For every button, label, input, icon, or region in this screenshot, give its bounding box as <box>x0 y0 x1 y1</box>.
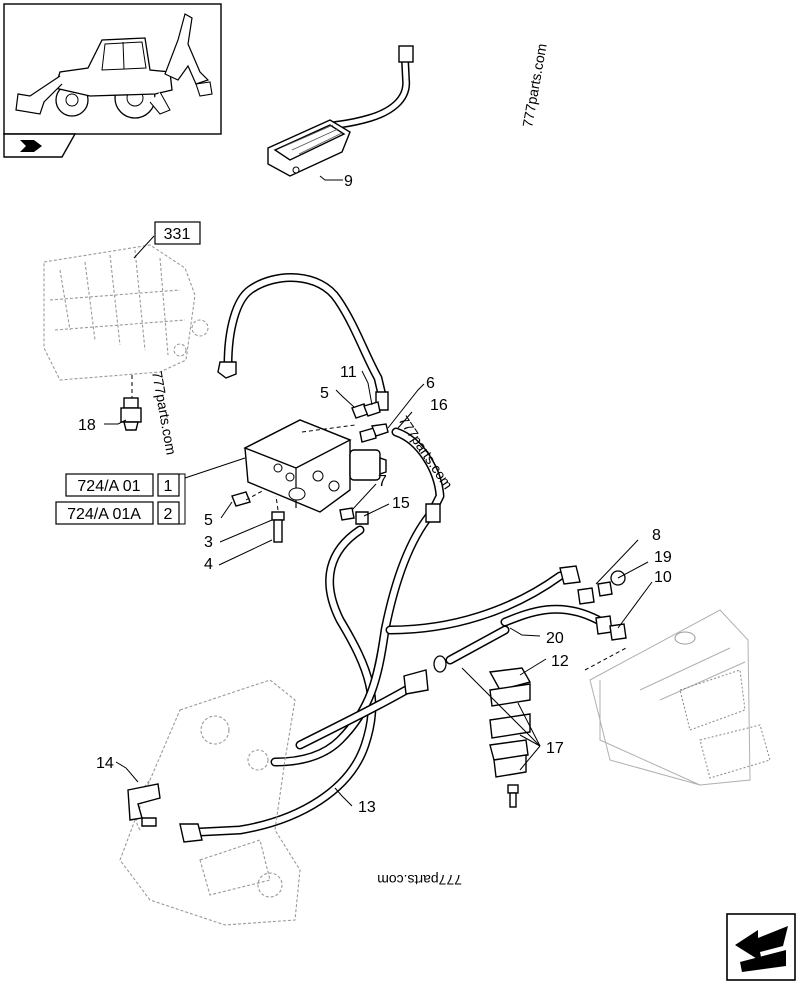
callout-14[interactable]: 14 <box>96 755 114 772</box>
callout-13[interactable]: 13 <box>358 799 376 816</box>
elbow-fitting-14 <box>127 783 161 827</box>
callout-5-lower[interactable]: 5 <box>204 512 213 529</box>
leader-lines <box>104 175 653 807</box>
control-valve-ghost <box>43 244 209 398</box>
watermark: 777parts.com <box>396 413 457 492</box>
backhoe-frame-ghost <box>119 679 301 926</box>
thumbnail-panel <box>3 3 222 135</box>
callout-5[interactable]: 5 <box>320 385 329 402</box>
callout-15[interactable]: 15 <box>392 495 410 512</box>
ref-box-724-a01-index: 1 <box>164 478 173 495</box>
fittings-block <box>231 401 389 543</box>
callout-16[interactable]: 16 <box>430 397 448 414</box>
callout-10[interactable]: 10 <box>654 569 672 586</box>
hose-upper-loop <box>217 273 389 411</box>
ref-box-724-a01[interactable]: 724/A 01 1 <box>65 473 180 497</box>
callout-11[interactable]: 11 <box>340 364 357 381</box>
next-page-icon <box>735 926 788 972</box>
callout-labels: 9 11 5 6 16 18 7 15 5 3 4 8 19 10 20 12 … <box>78 173 672 816</box>
foot-pedal-9 <box>267 45 414 177</box>
callout-19[interactable]: 19 <box>654 549 672 566</box>
callout-18[interactable]: 18 <box>78 417 96 434</box>
prev-page-icon <box>20 140 42 152</box>
hose-right-runs <box>295 565 627 750</box>
clamp-parts <box>488 667 532 808</box>
callout-4[interactable]: 4 <box>204 556 213 573</box>
hose-long-13 <box>179 427 445 843</box>
callout-17[interactable]: 17 <box>546 740 564 757</box>
ref-box-724-a01-label: 724/A 01 <box>77 478 140 495</box>
watermark: 777parts.com <box>519 42 549 128</box>
callout-9[interactable]: 9 <box>344 173 353 190</box>
callout-8[interactable]: 8 <box>652 527 661 544</box>
callout-20[interactable]: 20 <box>546 630 564 647</box>
pressure-switch-18 <box>120 397 142 431</box>
prev-page-nav[interactable] <box>3 133 77 158</box>
hydraulic-tank <box>584 609 771 786</box>
ref-box-724-a01a[interactable]: 724/A 01A 2 <box>55 501 180 525</box>
callout-6[interactable]: 6 <box>426 375 435 392</box>
next-page-nav[interactable] <box>726 913 796 981</box>
callout-3[interactable]: 3 <box>204 534 213 551</box>
ref-box-724-a01a-label: 724/A 01A <box>67 506 141 523</box>
watermark: 777parts.com <box>149 370 179 456</box>
watermark: 777parts.com <box>377 872 462 888</box>
ref-box-331[interactable]: 331 <box>154 221 201 245</box>
ref-box-724-a01a-index: 2 <box>164 506 173 523</box>
ref-box-331-label: 331 <box>164 226 191 243</box>
callout-12[interactable]: 12 <box>551 653 569 670</box>
callout-7[interactable]: 7 <box>378 473 387 490</box>
backhoe-loader-icon <box>15 13 213 119</box>
